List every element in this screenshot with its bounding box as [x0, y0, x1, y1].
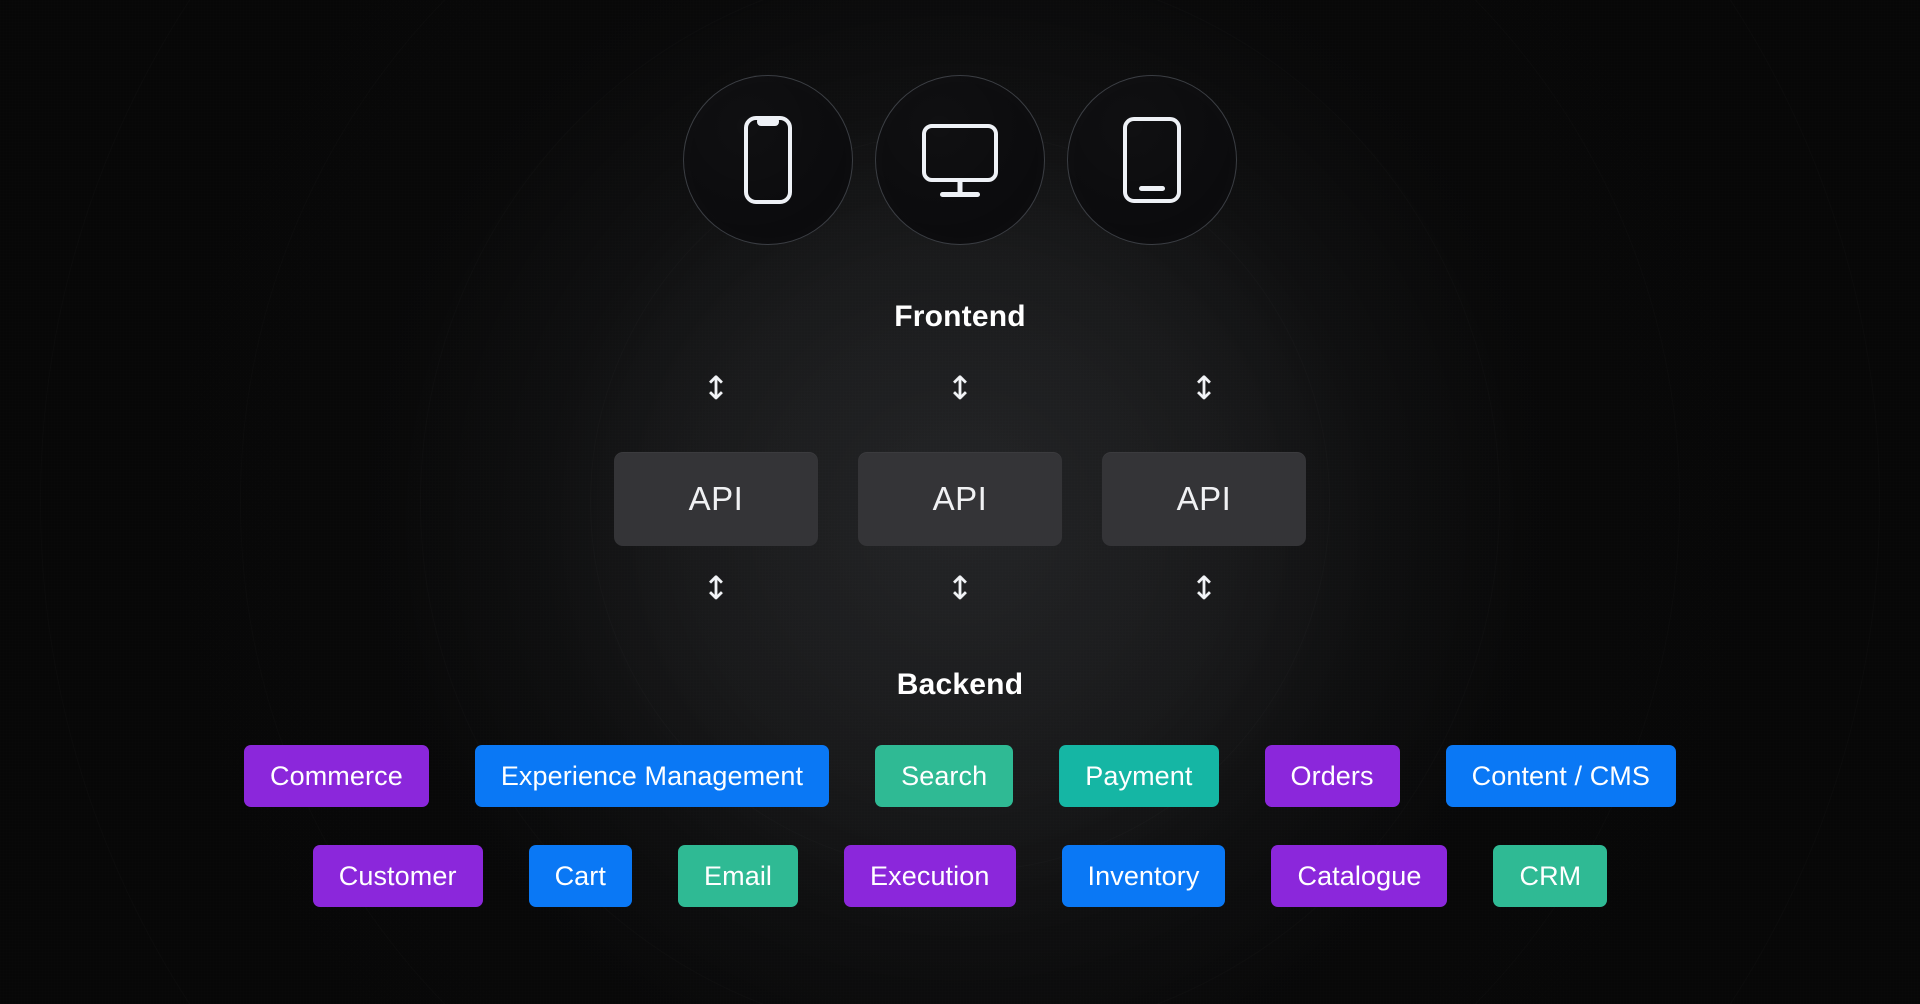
service-pill[interactable]: Payment	[1059, 745, 1219, 807]
api-layer-row: API API API	[0, 452, 1920, 546]
service-pill[interactable]: Search	[875, 745, 1014, 807]
service-pill[interactable]: Content / CMS	[1445, 745, 1676, 807]
connector-slot: ↕	[838, 372, 1082, 404]
service-pill[interactable]: Execution	[844, 845, 1016, 907]
device-circle-tablet[interactable]	[1067, 75, 1237, 245]
double-arrow-icon: ↕	[1190, 569, 1218, 607]
backend-section-title: Backend	[896, 668, 1024, 701]
connector-slot: ↕	[594, 372, 838, 404]
service-pill[interactable]: Inventory	[1061, 845, 1226, 907]
tablet-icon	[1112, 112, 1192, 208]
backend-service-row-2: Customer Cart Email Execution Inventory Catal…	[0, 845, 1920, 907]
service-pill[interactable]: Customer	[312, 845, 483, 907]
connector-slot: ↕	[1082, 572, 1326, 604]
double-arrow-icon: ↕	[702, 569, 730, 607]
device-circle-desktop[interactable]	[875, 75, 1045, 245]
double-arrow-icon: ↕	[702, 369, 730, 407]
service-pill[interactable]: Catalogue	[1271, 845, 1448, 907]
api-box[interactable]: API	[614, 452, 818, 546]
double-arrow-icon: ↕	[946, 569, 974, 607]
service-pill[interactable]: Email	[678, 845, 799, 907]
api-box[interactable]: API	[1102, 452, 1306, 546]
connector-row-top: ↕ ↕ ↕	[0, 372, 1920, 404]
device-circle-mobile[interactable]	[683, 75, 853, 245]
connector-slot: ↕	[838, 572, 1082, 604]
connector-row-bottom: ↕ ↕ ↕	[0, 572, 1920, 604]
frontend-device-group	[0, 75, 1920, 245]
double-arrow-icon: ↕	[946, 369, 974, 407]
connector-slot: ↕	[1082, 372, 1326, 404]
mobile-icon	[732, 112, 804, 208]
desktop-icon	[912, 116, 1008, 204]
connector-slot: ↕	[594, 572, 838, 604]
service-pill[interactable]: Cart	[528, 845, 632, 907]
api-box[interactable]: API	[858, 452, 1062, 546]
frontend-section-title: Frontend	[894, 300, 1026, 333]
service-pill[interactable]: Commerce	[243, 745, 429, 807]
service-pill[interactable]: Orders	[1264, 745, 1400, 807]
service-pill[interactable]: Experience Management	[474, 745, 830, 807]
service-pill[interactable]: CRM	[1493, 845, 1608, 907]
backend-service-row-1: Commerce Experience Management Search Payme…	[0, 745, 1920, 807]
double-arrow-icon: ↕	[1190, 369, 1218, 407]
